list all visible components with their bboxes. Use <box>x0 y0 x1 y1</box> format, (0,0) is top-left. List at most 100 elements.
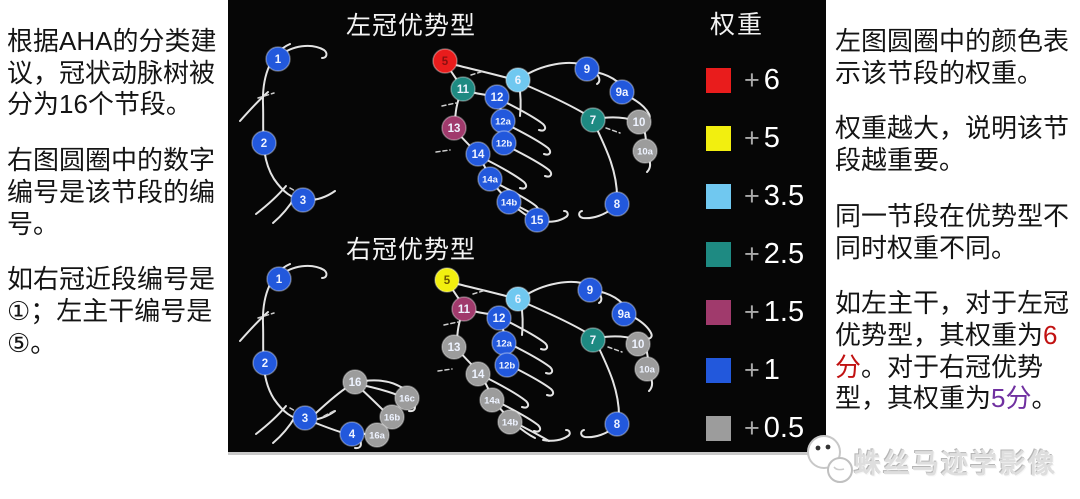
svg-text:6: 6 <box>515 294 521 306</box>
segment-node-8: 8 <box>604 411 630 437</box>
text-segment: 同一节段在优势型不同时权重不同。 <box>835 200 1070 263</box>
svg-text:14a: 14a <box>482 175 499 186</box>
text-segment: 6分 <box>835 320 1058 382</box>
segment-node-14a: 14a <box>477 166 503 192</box>
segment-node-11: 11 <box>450 76 476 102</box>
segment-node-5: 5 <box>432 48 458 74</box>
svg-text:9: 9 <box>584 64 590 76</box>
segment-node-9a: 9a <box>609 79 635 105</box>
svg-text:6: 6 <box>515 75 521 87</box>
weight-legend: +6 +5 +3.5 +2.5 +1.5 +1 +0.5 <box>706 64 805 473</box>
segment-node-12b: 12b <box>491 130 517 156</box>
segment-node-2: 2 <box>251 130 277 156</box>
segment-node-16: 16 <box>342 369 368 395</box>
paragraph: 左图圆圈中的颜色表示该节段的权重。 <box>835 26 1078 89</box>
svg-text:14b: 14b <box>502 418 519 429</box>
svg-text:12b: 12b <box>499 361 516 372</box>
paragraph: 如左主干，对于左冠优势型，其权重为6分。对于右冠优势型，其权重为5分。 <box>835 288 1078 415</box>
legend-swatch <box>706 241 731 267</box>
svg-text:14a: 14a <box>484 396 501 407</box>
legend-item: +5 <box>706 122 804 154</box>
paragraph: 同一节段在优势型不同时权重不同。 <box>835 201 1078 264</box>
segment-node-10: 10 <box>625 331 651 357</box>
segment-node-16c: 16c <box>394 385 420 411</box>
svg-text:2: 2 <box>261 138 267 150</box>
text-segment: 权重越大，说明该节段越重要。 <box>835 113 1070 176</box>
legend-value: +1 <box>744 353 780 386</box>
svg-text:9a: 9a <box>616 87 629 99</box>
legend-item: +6 <box>706 64 804 96</box>
segment-node-10a: 10a <box>634 356 660 382</box>
legend-item: +0.5 <box>706 412 804 444</box>
segment-node-9: 9 <box>574 56 600 82</box>
segment-node-10: 10 <box>626 109 652 135</box>
svg-text:10: 10 <box>633 117 646 129</box>
segment-node-4: 4 <box>339 421 365 447</box>
watermark-logo-icon <box>807 435 853 483</box>
segment-node-12b: 12b <box>494 352 520 378</box>
svg-text:12: 12 <box>491 92 504 104</box>
text-segment: 根据AHA的分类建议，冠状动脉树被分为16个节段。 <box>7 26 217 120</box>
svg-text:12a: 12a <box>495 117 512 128</box>
segment-node-13: 13 <box>441 334 467 360</box>
svg-text:16a: 16a <box>369 431 386 442</box>
segment-node-1: 1 <box>266 266 292 292</box>
legend-value: +2.5 <box>744 237 805 270</box>
text-segment: 如左主干，对于左冠优势型，其权重为 <box>835 288 1070 351</box>
text-segment: 。对于右冠优势型，其权重为 <box>835 351 1044 414</box>
legend-swatch <box>706 415 731 441</box>
segment-node-14: 14 <box>465 141 491 167</box>
segment-node-3: 3 <box>290 187 316 213</box>
segment-node-16a: 16a <box>364 422 390 448</box>
legend-value: +1.5 <box>744 295 805 328</box>
segment-node-5: 5 <box>434 267 460 293</box>
segment-node-12a: 12a <box>491 330 517 356</box>
svg-text:11: 11 <box>458 304 471 316</box>
svg-text:7: 7 <box>590 335 596 347</box>
segment-node-9a: 9a <box>611 301 637 327</box>
segment-node-16b: 16b <box>379 404 405 430</box>
segment-node-2: 2 <box>252 350 278 376</box>
legend-swatch <box>706 67 731 93</box>
segment-node-10a: 10a <box>632 138 658 164</box>
svg-text:8: 8 <box>614 419 621 431</box>
legend-item: +1.5 <box>706 296 804 328</box>
svg-text:1: 1 <box>276 274 283 286</box>
legend-swatch <box>706 357 731 383</box>
svg-text:3: 3 <box>300 195 306 207</box>
text-segment: 5分 <box>991 383 1032 414</box>
segment-node-14b: 14b <box>496 189 522 215</box>
segment-node-14b: 14b <box>497 409 523 435</box>
svg-text:13: 13 <box>448 123 461 135</box>
segment-node-13: 13 <box>441 115 467 141</box>
text-segment: 左图圆圈中的颜色表示该节段的权重。 <box>835 26 1070 88</box>
segment-node-1: 1 <box>265 46 291 72</box>
segment-node-6: 6 <box>505 67 531 93</box>
svg-text:8: 8 <box>614 199 621 211</box>
watermark: 蛛丝马迹学影像 <box>798 430 1080 492</box>
left-dominant-title: 左冠优势型 <box>345 12 476 40</box>
svg-text:14b: 14b <box>501 198 518 209</box>
svg-text:10a: 10a <box>637 147 654 158</box>
svg-text:5: 5 <box>442 56 449 68</box>
legend-value: +0.5 <box>744 411 805 444</box>
segment-node-9: 9 <box>577 277 603 303</box>
svg-text:10: 10 <box>632 339 645 351</box>
legend-item: +1 <box>706 354 804 386</box>
segment-node-12a: 12a <box>490 108 516 134</box>
segment-node-12: 12 <box>486 305 512 331</box>
svg-text:9a: 9a <box>618 309 631 321</box>
legend-value: +5 <box>744 121 780 154</box>
legend-item: +3.5 <box>706 180 804 212</box>
right-dominant-title: 右冠优势型 <box>345 236 476 264</box>
segment-node-6: 6 <box>505 286 531 312</box>
legend-value: +3.5 <box>744 179 805 212</box>
legend-value: +6 <box>744 63 780 96</box>
svg-text:16c: 16c <box>399 394 415 405</box>
segment-node-7: 7 <box>580 327 606 353</box>
segment-node-8: 8 <box>604 191 630 217</box>
svg-text:16: 16 <box>349 377 362 389</box>
svg-text:15: 15 <box>531 215 544 227</box>
